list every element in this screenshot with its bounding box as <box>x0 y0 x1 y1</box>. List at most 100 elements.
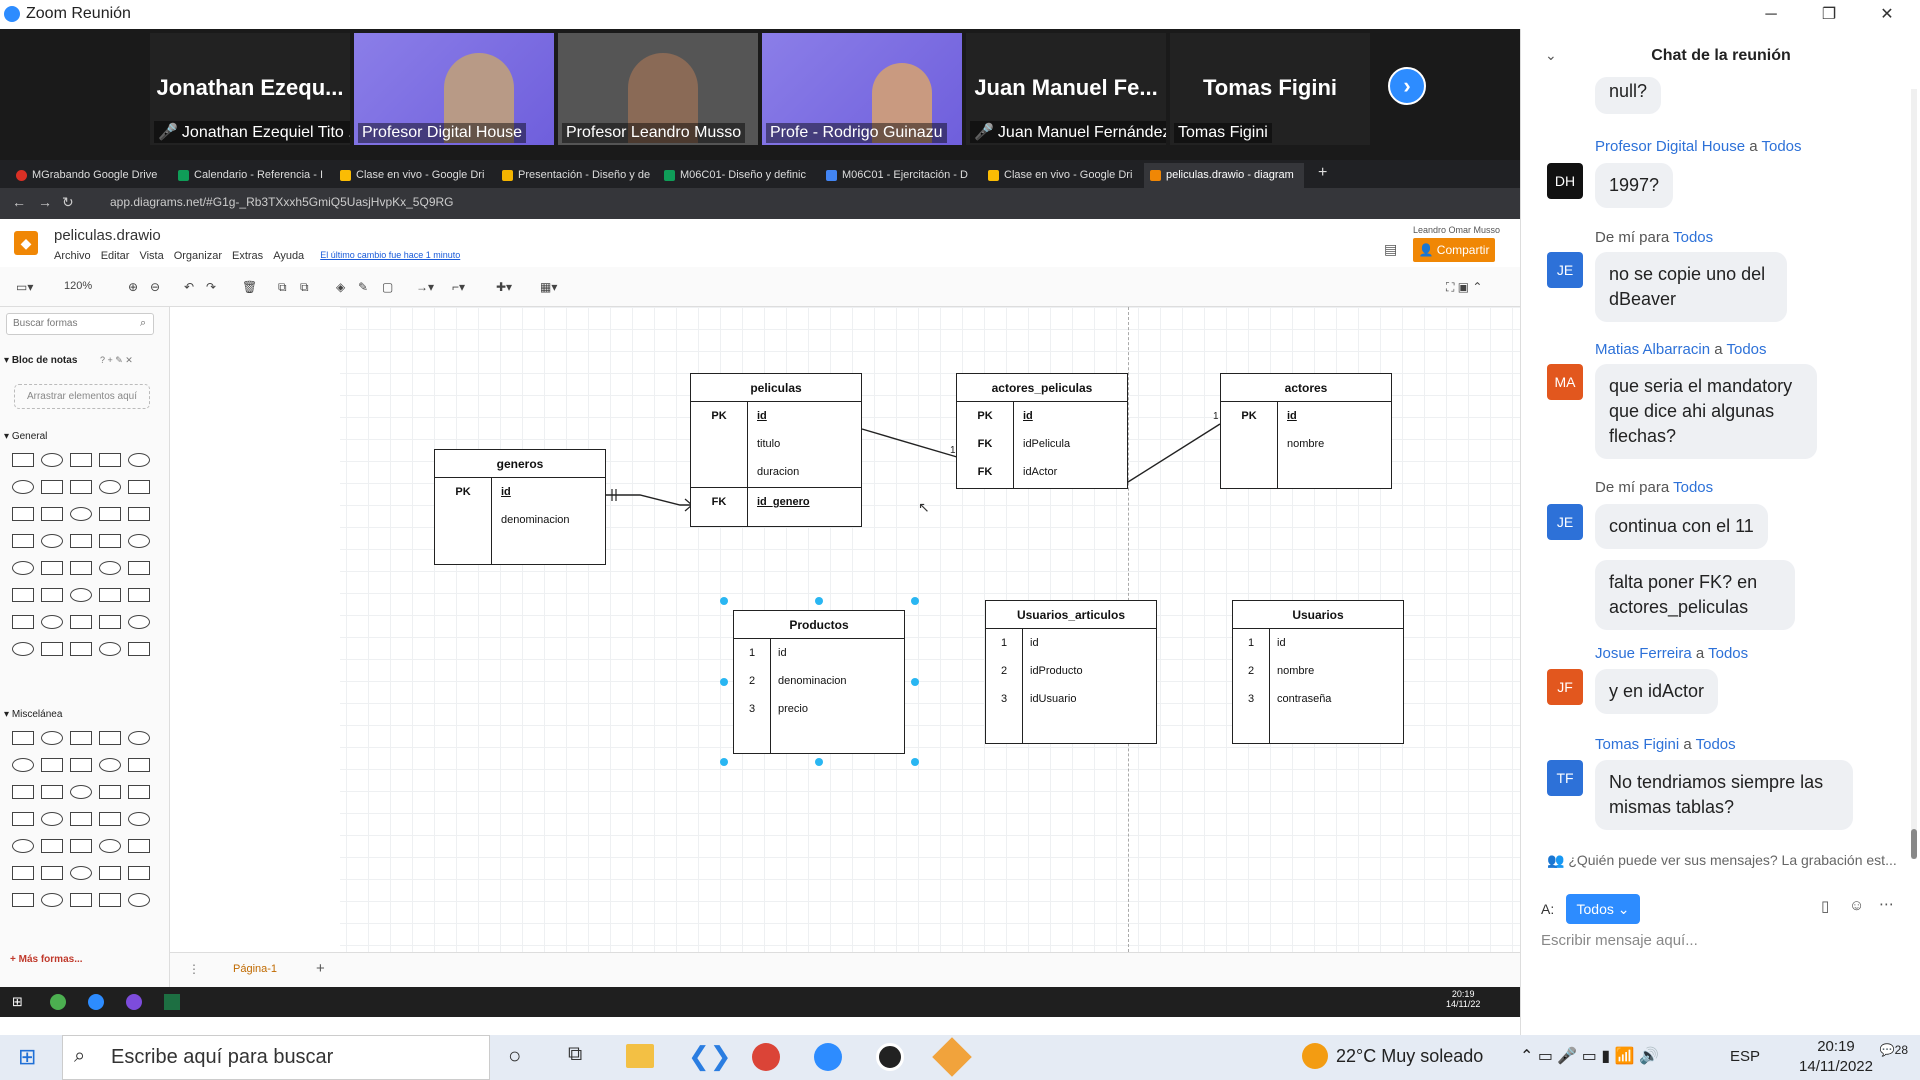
user-name[interactable]: Leandro Omar Musso <box>1413 225 1501 235</box>
palette-shape[interactable] <box>41 731 63 745</box>
table-title[interactable]: generos <box>435 450 605 478</box>
file-explorer-icon[interactable] <box>626 1044 654 1068</box>
palette-shape[interactable] <box>12 480 34 494</box>
zoom-icon[interactable] <box>814 1043 842 1071</box>
chevron-down-icon[interactable]: ⌄ <box>1545 47 1557 63</box>
minimize-button[interactable]: ─ <box>1765 6 1777 23</box>
to-back-icon[interactable]: ⧉ <box>300 280 309 294</box>
palette-shape[interactable] <box>99 588 121 602</box>
participant-tile[interactable]: Profe - Rodrigo Guinazu <box>762 33 962 145</box>
document-title[interactable]: peliculas.drawio <box>54 227 161 244</box>
reload-icon[interactable]: ↻ <box>62 194 74 210</box>
palette-shape[interactable] <box>41 453 63 467</box>
more-options-icon[interactable]: ⋯ <box>1879 896 1894 913</box>
zoom-in-icon[interactable]: ⊕ <box>128 280 139 294</box>
palette-shape[interactable] <box>41 480 63 494</box>
palette-shape[interactable] <box>128 615 150 629</box>
palette-shape[interactable] <box>41 588 63 602</box>
page-menu-icon[interactable]: ⋮ <box>188 962 200 976</box>
menu-extras[interactable]: Extras <box>232 250 264 262</box>
system-tray-icons[interactable]: ⌃ ▭ 🎤 ▭ ▮ 📶 🔊 <box>1520 1048 1659 1065</box>
palette-shape[interactable] <box>41 642 63 656</box>
table-title[interactable]: peliculas <box>691 374 861 402</box>
participant-tile[interactable]: Juan Manuel Fe... 🎤Juan Manuel Fernández <box>966 33 1166 145</box>
palette-shape[interactable] <box>128 893 150 907</box>
palette-shape[interactable] <box>128 812 150 826</box>
participant-tile[interactable]: Tomas Figini Tomas Figini <box>1170 33 1370 145</box>
table-title[interactable]: Usuarios_articulos <box>986 601 1156 629</box>
palette-shape[interactable] <box>99 615 121 629</box>
palette-shape[interactable] <box>128 785 150 799</box>
scratchpad-tools[interactable]: ? + ✎ ✕ <box>100 355 133 365</box>
fullscreen-icon[interactable]: ⛶ ▣ ⌃ <box>1446 280 1483 294</box>
cortana-icon[interactable]: ○ <box>508 1043 522 1068</box>
chrome-icon[interactable] <box>50 994 66 1010</box>
scratchpad-drop-area[interactable]: Arrastrar elementos aquí <box>14 384 150 409</box>
palette-shape[interactable] <box>12 534 34 548</box>
menu-archivo[interactable]: Archivo <box>54 250 91 262</box>
palette-shape[interactable] <box>99 839 121 853</box>
maximize-button[interactable]: ❐ <box>1821 6 1837 23</box>
palette-shape[interactable] <box>99 561 121 575</box>
selection-handle[interactable] <box>815 597 823 605</box>
line-color-icon[interactable]: ✎ <box>358 280 369 294</box>
palette-shape[interactable] <box>99 534 121 548</box>
add-page-button[interactable]: + <box>316 960 325 977</box>
palette-shape[interactable] <box>70 453 92 467</box>
new-tab-button[interactable]: + <box>1318 164 1328 181</box>
selection-handle[interactable] <box>911 678 919 686</box>
chat-privacy-notice[interactable]: 👥 ¿Quién puede ver sus mensajes? La grab… <box>1547 852 1897 868</box>
palette-shape[interactable] <box>70 480 92 494</box>
chat-input[interactable]: Escribir mensaje aquí... <box>1541 932 1698 949</box>
palette-shape[interactable] <box>99 480 121 494</box>
browser-tab[interactable]: M06C01- Diseño y definic <box>658 163 818 188</box>
table-row[interactable]: nombre <box>1287 438 1325 450</box>
palette-shape[interactable] <box>128 480 150 494</box>
edge-actoresp-actores[interactable] <box>1127 423 1221 483</box>
file-icon[interactable]: ▯ <box>1821 898 1830 915</box>
palette-shape[interactable] <box>12 588 34 602</box>
undo-icon[interactable]: ↶ <box>184 280 195 294</box>
palette-shape[interactable] <box>99 893 121 907</box>
next-page-button[interactable]: › <box>1388 67 1426 105</box>
menu-vista[interactable]: Vista <box>139 250 164 262</box>
participant-tile[interactable]: Profesor Leandro Musso <box>558 33 758 145</box>
vscode-icon[interactable]: ❮❯ <box>688 1041 732 1071</box>
menu-editar[interactable]: Editar <box>100 250 130 262</box>
back-icon[interactable]: ← <box>12 194 26 210</box>
selection-handle[interactable] <box>720 758 728 766</box>
browser-tab[interactable]: Presentación - Diseño y de <box>496 163 656 188</box>
palette-shape[interactable] <box>70 839 92 853</box>
palette-shape[interactable] <box>12 731 34 745</box>
palette-shape[interactable] <box>70 561 92 575</box>
table-title[interactable]: Productos <box>734 611 904 639</box>
palette-shape[interactable] <box>70 758 92 772</box>
zoom-level[interactable]: 120% <box>64 280 93 292</box>
palette-shape[interactable] <box>99 642 121 656</box>
table-title[interactable]: Usuarios <box>1233 601 1403 629</box>
palette-shape[interactable] <box>70 893 92 907</box>
palette-shape[interactable] <box>41 507 63 521</box>
palette-shape[interactable] <box>41 893 63 907</box>
forward-icon[interactable]: → <box>38 194 52 210</box>
to-front-icon[interactable]: ⧉ <box>278 280 287 294</box>
browser-tab[interactable]: Clase en vivo - Google Dri <box>982 163 1142 188</box>
palette-shape[interactable] <box>99 758 121 772</box>
palette-shape[interactable] <box>128 731 150 745</box>
palette-shape[interactable] <box>128 588 150 602</box>
edge-generos-peliculas[interactable] <box>604 494 690 506</box>
palette-shape[interactable] <box>99 507 121 521</box>
last-change-link[interactable]: El último cambio fue hace 1 minuto <box>320 250 461 260</box>
delete-icon[interactable]: 🗑 <box>242 280 258 294</box>
table-row[interactable]: titulo <box>757 438 781 450</box>
palette-shape[interactable] <box>41 812 63 826</box>
palette-shape[interactable] <box>128 534 150 548</box>
